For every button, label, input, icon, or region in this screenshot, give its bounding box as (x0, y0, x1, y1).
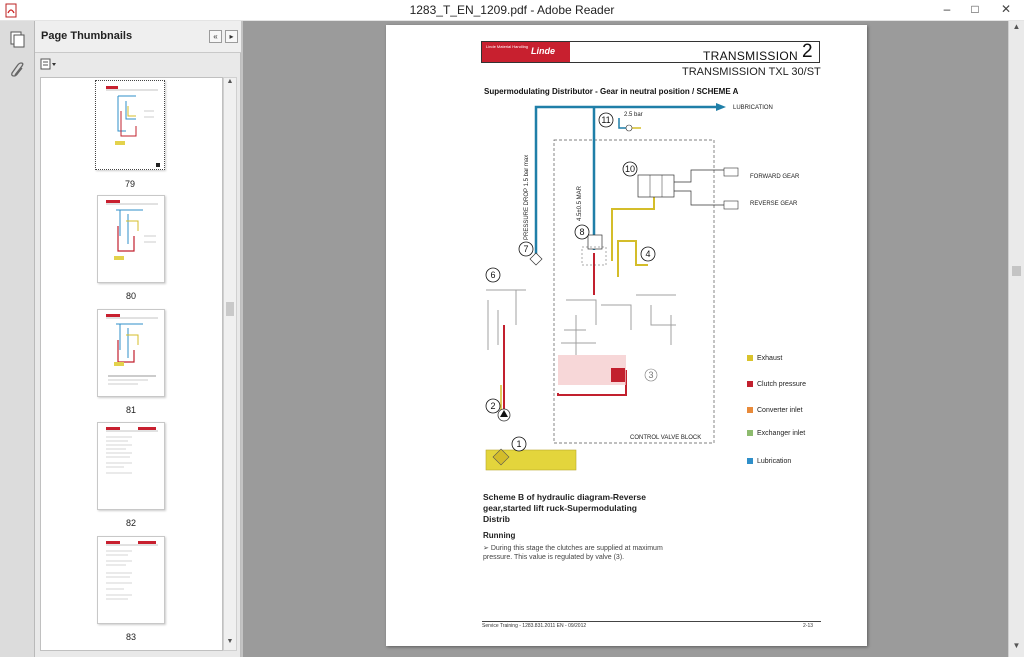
legend-swatch (747, 381, 753, 387)
collapse-panel-button[interactable]: « (209, 30, 222, 43)
thumbnail-label: 82 (125, 518, 136, 528)
callout-label: 1 (516, 439, 521, 449)
thumbnail-label: 79 (124, 179, 135, 189)
pressure-drop-label: PRESSURE DROP 1.5 bar max (524, 155, 530, 240)
expand-panel-button[interactable]: ▸ (225, 30, 238, 43)
thumbnail-preview (106, 541, 158, 600)
panel-toolbar (35, 53, 241, 75)
thumbnail-label: 81 (125, 405, 136, 415)
thumbnail-scrollbar[interactable]: ▲ ▼ (223, 77, 237, 651)
legend-exhaust: Exhaust (747, 355, 782, 362)
regulator-valve (587, 234, 603, 250)
filter-icon (492, 448, 510, 466)
thumbnail-page-82[interactable] (97, 422, 165, 510)
callout-label: 3 (648, 370, 653, 380)
scroll-thumb[interactable] (226, 302, 234, 316)
brand-small-text: Linde Material Handling (486, 44, 529, 49)
legend-converter-inlet: Converter inlet (747, 407, 803, 414)
thumbnail-label: 80 (125, 291, 136, 301)
callout-label: 6 (490, 270, 495, 280)
callout-label: 8 (579, 227, 584, 237)
section-heading: Scheme B of hydraulic diagram-Reverse ge… (483, 492, 646, 524)
reverse-gear-label: REVERSE GEAR (750, 201, 798, 207)
reverse-clutch-icon (723, 200, 739, 210)
scroll-up-arrow-icon[interactable]: ▲ (226, 78, 234, 85)
pressure-relief-valve (529, 252, 543, 266)
panel-header: Page Thumbnails « ▸ (35, 21, 241, 53)
brand-banner (482, 42, 570, 62)
scroll-up-arrow-icon[interactable]: ▲ (1012, 22, 1021, 31)
section-subtitle: TRANSMISSION TXL 30/ST (682, 66, 821, 78)
panel-splitter[interactable] (241, 21, 243, 657)
thumbnail-list[interactable]: 79 80 81 (40, 77, 223, 651)
navigation-pane-strip (0, 21, 35, 657)
thumbnail-page-80[interactable] (97, 195, 165, 283)
legend-swatch (747, 407, 753, 413)
footer-divider (482, 621, 821, 622)
thumbnail-preview (106, 86, 160, 167)
footer-page-number: 2-13 (803, 623, 814, 629)
check-valve-icon (625, 124, 633, 132)
thumbnail-label: 83 (125, 632, 136, 642)
mar-label: 4.5±0.5 MAR (577, 185, 583, 221)
lubrication-label: LUBRICATION (733, 105, 773, 111)
thumbnail-page-79[interactable] (95, 80, 165, 170)
valve-element (611, 368, 625, 382)
thumbnail-preview (106, 314, 158, 385)
forward-clutch-icon (723, 167, 739, 177)
page-thumbnails-icon[interactable] (9, 30, 27, 48)
lubrication-line (534, 105, 716, 260)
control-valve-block-frame (553, 139, 715, 444)
legend-swatch (747, 430, 753, 436)
thumbnail-preview (106, 427, 158, 474)
legend-lubrication: Lubrication (747, 458, 791, 465)
thumbnail-page-83[interactable] (97, 536, 165, 624)
options-menu-icon[interactable] (40, 58, 58, 70)
hydraulic-diagram: 11 10 8 4 7 6 3 2 1 LUBRICATION 2.5 bar … (485, 103, 800, 471)
scroll-down-arrow-icon[interactable]: ▼ (226, 638, 234, 645)
callout-label: 4 (645, 249, 650, 259)
lubrication-line (618, 118, 628, 129)
minimize-button[interactable]: – (943, 2, 951, 16)
forward-gear-label: FORWARD GEAR (750, 174, 800, 180)
window-title: 1283_T_EN_1209.pdf - Adobe Reader (409, 3, 615, 17)
attachments-icon[interactable] (9, 61, 27, 79)
exhaust-line (617, 240, 648, 277)
exhaust-line (611, 193, 655, 261)
pressure-label: 2.5 bar (624, 112, 643, 118)
callout-label: 11 (601, 115, 610, 125)
arrow-icon (716, 103, 726, 111)
selector-valve (637, 174, 675, 198)
linde-logo: Linde (531, 46, 555, 56)
running-text: ➢ During this stage the clutches are sup… (483, 545, 663, 561)
legend-swatch (747, 458, 753, 464)
maximize-button[interactable]: □ (971, 2, 979, 16)
bullet-icon: ➢ (483, 545, 491, 552)
panel-title: Page Thumbnails (41, 30, 133, 42)
scroll-thumb[interactable] (1012, 266, 1021, 276)
document-scrollbar[interactable]: ▲ ▼ (1008, 21, 1024, 657)
title-bar: 1283_T_EN_1209.pdf - Adobe Reader – □ ✕ (0, 0, 1024, 21)
callout-label: 7 (523, 244, 528, 254)
scroll-down-arrow-icon[interactable]: ▼ (1012, 641, 1021, 650)
control-block-label: CONTROL VALVE BLOCK (630, 435, 701, 441)
close-button[interactable]: ✕ (1000, 2, 1012, 16)
callout-label: 10 (625, 164, 635, 174)
page-header-frame (481, 41, 820, 63)
footer-text: Service Training - 1283.831.2011 EN - 09… (482, 623, 587, 629)
pdf-page: Linde Material Handling Linde TRANSMISSI… (386, 25, 867, 646)
section-title: TRANSMISSION (703, 49, 798, 63)
legend-exchanger-inlet: Exchanger inlet (747, 430, 805, 437)
thumbnail-page-81[interactable] (97, 309, 165, 397)
diagram-title: Supermodulating Distributor - Gear in ne… (484, 87, 739, 96)
thumbnail-preview (106, 200, 158, 260)
callout-label: 2 (490, 401, 495, 411)
legend-clutch-pressure: Clutch pressure (747, 381, 806, 388)
legend-swatch (747, 355, 753, 361)
pdf-app-icon (5, 3, 17, 18)
section-number: 2 (802, 41, 813, 62)
oil-tank (485, 449, 577, 471)
running-heading: Running (483, 531, 516, 540)
